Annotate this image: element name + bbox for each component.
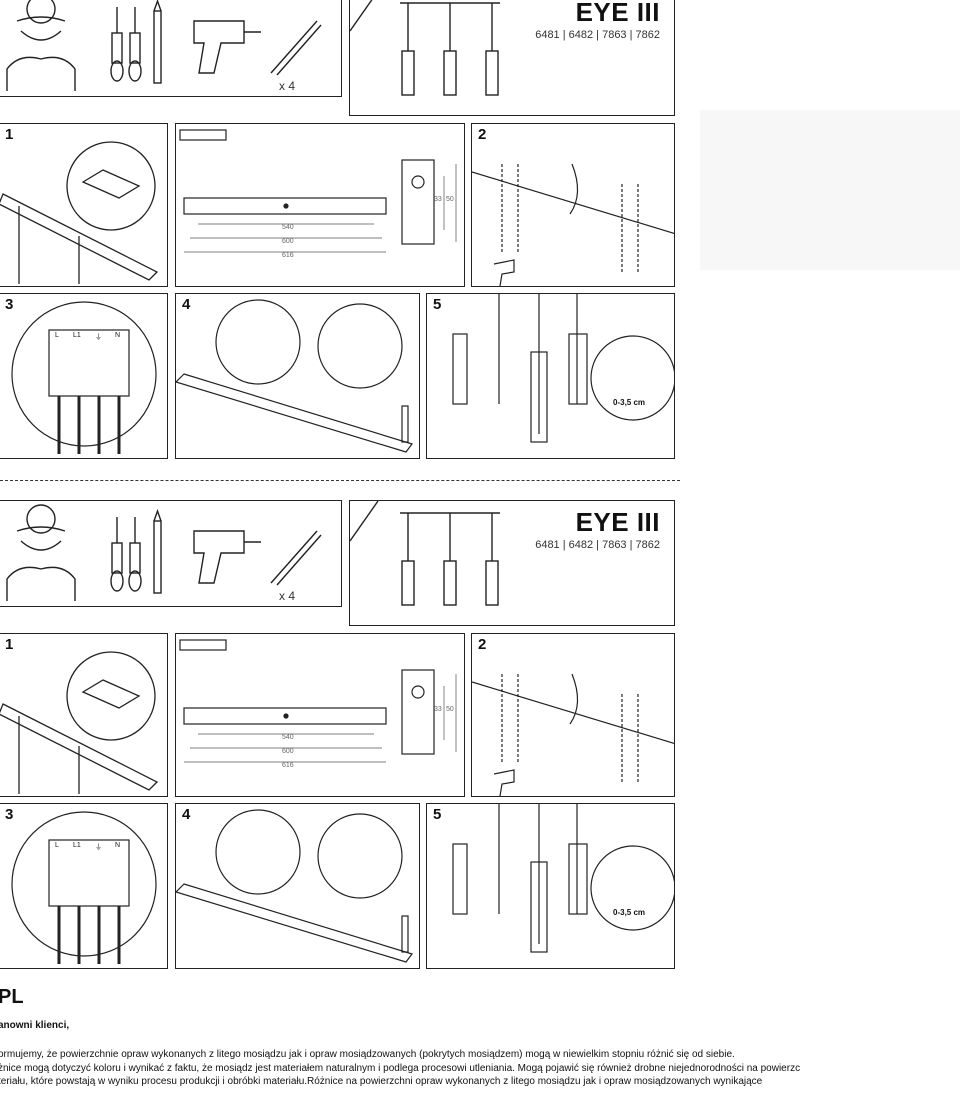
ruler-icon — [179, 639, 227, 651]
step-4-panel: 4 — [175, 803, 420, 969]
drill-icon — [193, 20, 245, 74]
dowel-count: x 4 — [279, 589, 296, 603]
wall-plug-icon — [270, 530, 318, 584]
terminal-label: ⏚ — [95, 334, 102, 341]
fixing-canopy-illustration — [176, 299, 413, 453]
step-3-panel: 3 L L1 ⏚ N — [0, 803, 168, 969]
paragraph-line: ormujemy, że powierzchnie opraw wykonany… — [0, 1049, 735, 1060]
mounting-canopy-illustration — [0, 141, 159, 284]
screwdriver-icon — [129, 32, 141, 64]
dim-33: 33 — [434, 706, 442, 713]
detail-magnifier — [66, 651, 156, 741]
screwdriver-icon — [111, 32, 123, 64]
tools-illustration — [6, 0, 322, 91]
dim-540: 540 — [282, 224, 294, 231]
screwdriver-icon — [401, 915, 409, 953]
tools-panel: x 4 — [0, 0, 342, 97]
step-number: 4 — [182, 806, 191, 823]
step-number: 2 — [478, 126, 487, 143]
step-2-panel: 2 — [471, 633, 675, 797]
step-4-panel: 4 — [175, 293, 420, 459]
dim-600: 600 — [282, 748, 294, 755]
dimensions-panel: 540 600 616 33 50 — [175, 123, 465, 287]
screwdriver-icon — [401, 405, 409, 443]
pencil-icon — [153, 520, 162, 594]
notice-paragraph: ormujemy, że powierzchnie opraw wykonany… — [0, 1048, 970, 1089]
step-number: 3 — [5, 296, 14, 313]
drill-icon — [493, 769, 515, 796]
product-panel: EYE III 6481 | 6482 | 7863 | 7862 — [349, 500, 675, 626]
installer-helmet-icon — [26, 504, 56, 534]
step-1-panel: 1 — [0, 633, 168, 797]
screwdriver-icon — [111, 542, 123, 574]
step-3-panel: 3 L L1 ⏚ N — [0, 293, 168, 459]
instruction-sheet-bottom: x 4 EYE III 6481 | 6482 | 7863 | 7862 1 — [0, 500, 680, 970]
bulb-installation-illustration — [452, 294, 674, 443]
drilling-template-illustration — [179, 639, 457, 763]
adjust-range-label: 0-3,5 cm — [613, 908, 646, 917]
wall-plug-icon — [270, 20, 318, 74]
mounting-canopy-illustration — [0, 651, 159, 794]
product-codes: 6481 | 6482 | 7863 | 7862 — [535, 539, 660, 551]
dim-600: 600 — [282, 238, 294, 245]
background-watermark — [700, 110, 960, 270]
step-number: 4 — [182, 296, 191, 313]
bulb-installation-illustration — [452, 804, 674, 953]
product-panel: EYE III 6481 | 6482 | 7863 | 7862 — [349, 0, 675, 116]
dowel-count: x 4 — [279, 79, 296, 93]
dim-616: 616 — [282, 252, 294, 259]
drilling-template-illustration — [179, 129, 457, 253]
terminal-label: L — [55, 842, 59, 849]
dim-50: 50 — [446, 706, 454, 713]
terminal-label: L1 — [73, 332, 81, 339]
dim-540: 540 — [282, 734, 294, 741]
tools-illustration — [6, 504, 322, 601]
terminal-label: N — [115, 842, 121, 849]
product-title: EYE III — [575, 507, 660, 537]
step-number: 5 — [433, 806, 442, 823]
paragraph-line: teriału, które powstają w wyniku procesu… — [0, 1076, 763, 1087]
pendant-lamp-illustration — [350, 501, 500, 606]
cut-line — [0, 480, 680, 481]
tools-panel: x 4 — [0, 500, 342, 607]
dim-33: 33 — [434, 196, 442, 203]
step-2-panel: 2 — [471, 123, 675, 287]
fixing-canopy-illustration — [176, 809, 413, 963]
step-number: 1 — [5, 126, 14, 143]
adjust-range-label: 0-3,5 cm — [613, 398, 646, 407]
step-1-panel: 1 — [0, 123, 168, 287]
paragraph-line: żnice mogą dotyczyć koloru i wynikać z f… — [0, 1062, 801, 1074]
installer-helmet-icon — [26, 0, 56, 24]
dim-50: 50 — [446, 196, 454, 203]
language-heading: PL — [0, 986, 24, 1008]
greeting: anowni klienci, — [0, 1020, 70, 1031]
dimensions-panel: 540 600 616 33 50 — [175, 633, 465, 797]
terminal-label: ⏚ — [95, 844, 102, 851]
step-5-panel: 5 0-3,5 cm — [426, 293, 675, 459]
drill-icon — [193, 530, 245, 584]
terminal-label: N — [115, 332, 121, 339]
pencil-icon — [153, 10, 162, 84]
ceiling-drilling-illustration — [472, 673, 674, 796]
step-number: 3 — [5, 806, 14, 823]
ruler-icon — [179, 129, 227, 141]
wiring-illustration — [11, 811, 157, 964]
pendant-lamp-illustration — [350, 0, 500, 96]
dim-616: 616 — [282, 762, 294, 769]
ceiling-drilling-illustration — [472, 163, 674, 286]
product-title: EYE III — [575, 0, 660, 27]
detail-magnifier — [66, 141, 156, 231]
screwdriver-icon — [129, 542, 141, 574]
step-5-panel: 5 0-3,5 cm — [426, 803, 675, 969]
step-number: 2 — [478, 636, 487, 653]
instruction-sheet-top: x 4 EYE III 6481 | 6482 | 7863 | 7862 1 — [0, 0, 680, 460]
step-number: 5 — [433, 296, 442, 313]
terminal-label: L1 — [73, 842, 81, 849]
drill-icon — [493, 259, 515, 286]
product-codes: 6481 | 6482 | 7863 | 7862 — [535, 29, 660, 41]
terminal-label: L — [55, 332, 59, 339]
step-number: 1 — [5, 636, 14, 653]
wiring-illustration — [11, 301, 157, 454]
